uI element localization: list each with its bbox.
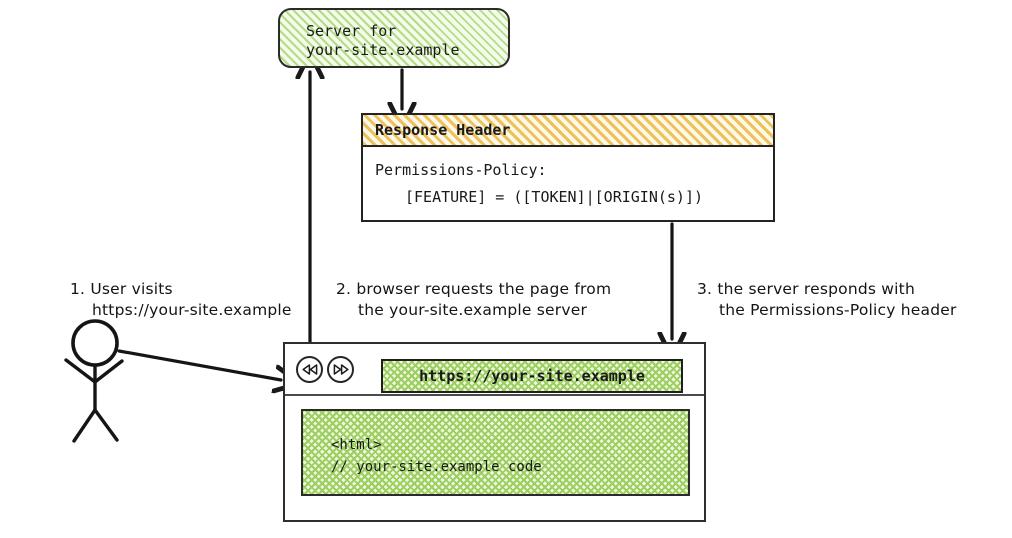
forward-button[interactable]	[327, 356, 354, 383]
annotation-step-3-line-1: 3. the server responds with	[697, 280, 915, 298]
server-node: Server for your-site.example	[278, 8, 510, 68]
url-bar-text: https://your-site.example	[419, 367, 645, 385]
response-header-title: Response Header	[375, 121, 511, 139]
back-button[interactable]	[296, 356, 323, 383]
annotation-step-1: 1. User visits https://your-site.example	[70, 258, 320, 342]
annotation-step-3: 3. the server responds with the Permissi…	[697, 258, 997, 342]
page-code-line-1: <html>	[331, 437, 382, 453]
rewind-double-triangle-icon	[301, 364, 317, 375]
page-code-line-2: // your-site.example code	[331, 459, 542, 475]
fast-forward-double-triangle-icon	[333, 364, 349, 375]
annotation-step-3-line-2: the Permissions-Policy header	[719, 301, 957, 319]
browser-toolbar: https://your-site.example	[285, 344, 704, 396]
browser-window: https://your-site.example <html> // your…	[283, 342, 706, 522]
annotation-step-2-line-1: 2. browser requests the page from	[336, 280, 612, 298]
response-header-title-bar: Response Header	[363, 115, 773, 147]
page-code-block: <html> // your-site.example code	[301, 409, 690, 496]
response-header-directive-name: Permissions-Policy:	[375, 161, 547, 179]
annotation-step-2: 2. browser requests the page from the yo…	[336, 258, 656, 342]
response-header-directive-value: [FEATURE] = ([TOKEN]|[ORIGIN(s)])	[405, 188, 704, 206]
response-header-body: Permissions-Policy: [FEATURE] = ([TOKEN]…	[363, 147, 773, 211]
response-header-box: Response Header Permissions-Policy: [FEA…	[361, 113, 775, 222]
url-bar[interactable]: https://your-site.example	[381, 359, 683, 393]
browser-content-area: <html> // your-site.example code	[285, 396, 704, 520]
annotation-step-2-line-2: the your-site.example server	[358, 301, 588, 319]
annotation-step-1-line-1: 1. User visits	[70, 280, 173, 298]
server-node-label: Server for your-site.example	[306, 22, 460, 59]
annotation-step-1-line-2: https://your-site.example	[92, 301, 292, 319]
user-to-browser-arrow	[117, 349, 281, 380]
